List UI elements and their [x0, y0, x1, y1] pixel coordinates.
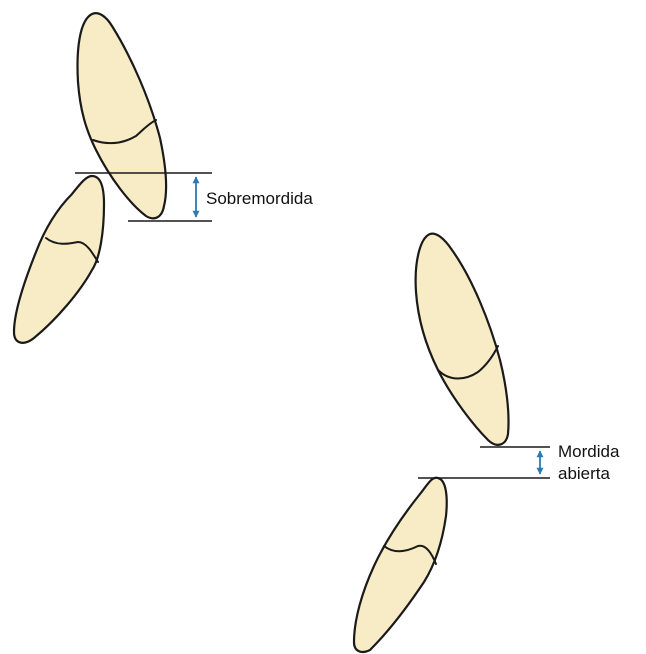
upper-incisor-outline	[416, 234, 509, 445]
lower-incisor-outline	[14, 176, 104, 343]
overbite-label: Sobremordida	[206, 189, 313, 208]
open-bite-label-line1: Mordida	[558, 442, 620, 461]
upper-incisor-open-bite	[416, 234, 509, 445]
lower-incisor-open-bite	[354, 478, 447, 652]
open-bite-label-line2: abierta	[558, 464, 611, 483]
lower-incisor-overbite	[14, 176, 104, 343]
lower-incisor-outline	[354, 478, 447, 652]
open-bite-group: Mordida abierta	[354, 234, 620, 652]
overbite-group: Sobremordida	[14, 13, 313, 343]
